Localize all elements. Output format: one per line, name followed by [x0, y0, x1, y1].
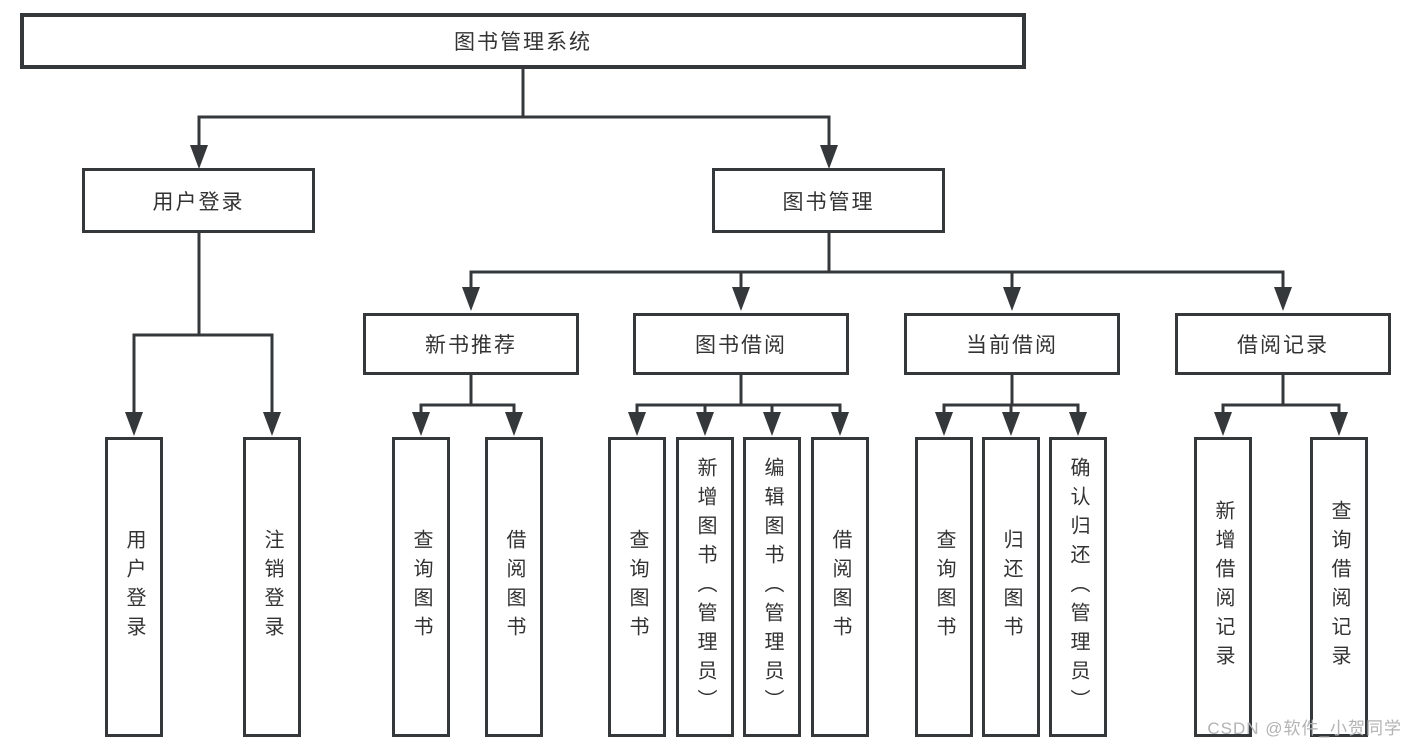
- connector-root-to-branches: [190, 67, 838, 169]
- leaf-query-book-2-label: 查询图书: [626, 529, 648, 645]
- leaf-query-book-3: 查询图书: [915, 437, 973, 737]
- leaf-borrow-book-2-label: 借阅图书: [829, 529, 851, 645]
- node-user-login: 用户登录: [82, 168, 315, 233]
- leaf-query-book-1: 查询图书: [392, 437, 450, 737]
- leaf-query-book-1-label: 查询图书: [410, 529, 432, 645]
- leaf-logout: 注销登录: [243, 437, 301, 737]
- node-book-borrowing-label: 图书借阅: [695, 334, 787, 357]
- connector-new-book-recommend-to-leaves: [412, 373, 523, 436]
- leaf-query-book-3-label: 查询图书: [933, 529, 955, 645]
- connector-borrowing-records-to-leaves: [1214, 373, 1348, 436]
- leaf-confirm-return-admin-label: 确认归还（管理员）: [1067, 456, 1089, 718]
- leaf-add-borrow-record-label: 新增借阅记录: [1212, 500, 1234, 674]
- connector-book-management-to-sections: [462, 231, 1292, 311]
- node-current-borrowing-label: 当前借阅: [966, 334, 1058, 357]
- node-root-label: 图书管理系统: [454, 31, 592, 54]
- leaf-query-book-2: 查询图书: [608, 437, 666, 737]
- node-current-borrowing: 当前借阅: [904, 313, 1120, 375]
- leaf-logout-label: 注销登录: [261, 529, 283, 645]
- connector-user-login-to-leaves: [125, 231, 281, 436]
- leaf-user-login: 用户登录: [105, 437, 163, 737]
- node-root: 图书管理系统: [20, 13, 1026, 69]
- leaf-add-book-admin: 新增图书（管理员）: [676, 437, 734, 737]
- leaf-borrow-book-1: 借阅图书: [485, 437, 543, 737]
- node-user-login-label: 用户登录: [152, 190, 245, 214]
- connector-current-borrowing-to-leaves: [935, 373, 1087, 436]
- node-new-book-recommend: 新书推荐: [363, 313, 579, 375]
- leaf-borrow-book-1-label: 借阅图书: [503, 529, 525, 645]
- node-new-book-recommend-label: 新书推荐: [425, 334, 517, 357]
- node-book-management: 图书管理: [712, 168, 945, 233]
- leaf-return-book: 归还图书: [982, 437, 1040, 737]
- node-book-management-label: 图书管理: [782, 190, 875, 214]
- leaf-return-book-label: 归还图书: [1000, 529, 1022, 645]
- node-borrowing-records-label: 借阅记录: [1237, 334, 1329, 357]
- leaf-query-borrow-record: 查询借阅记录: [1310, 437, 1368, 737]
- leaf-add-borrow-record: 新增借阅记录: [1194, 437, 1252, 737]
- connector-book-borrowing-to-leaves: [628, 373, 849, 436]
- leaf-confirm-return-admin: 确认归还（管理员）: [1049, 437, 1107, 737]
- node-book-borrowing: 图书借阅: [633, 313, 849, 375]
- leaf-query-borrow-record-label: 查询借阅记录: [1328, 500, 1350, 674]
- leaf-borrow-book-2: 借阅图书: [811, 437, 869, 737]
- leaf-edit-book-admin: 编辑图书（管理员）: [743, 437, 801, 737]
- watermark: CSDN @软件_小贺同学: [1207, 719, 1402, 738]
- leaf-add-book-admin-label: 新增图书（管理员）: [694, 456, 716, 718]
- leaf-user-login-label: 用户登录: [123, 529, 145, 645]
- leaf-edit-book-admin-label: 编辑图书（管理员）: [761, 456, 783, 718]
- node-borrowing-records: 借阅记录: [1175, 313, 1391, 375]
